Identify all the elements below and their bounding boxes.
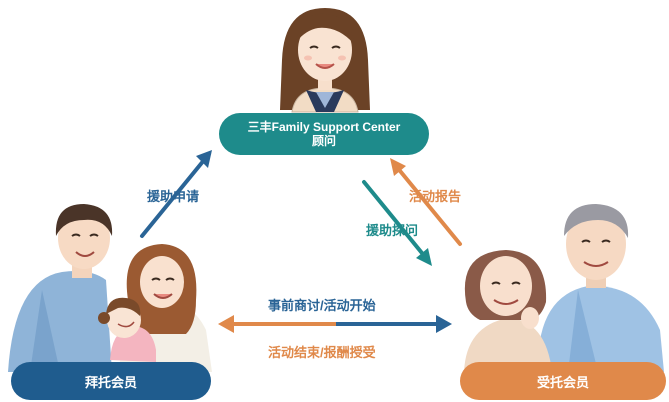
node-supporting-member-label: 受托会员 (536, 374, 589, 390)
arrow-center-to-right-head (416, 248, 432, 266)
label-support-request: 援助申请 (147, 189, 200, 204)
node-requesting-member-label: 拜托会员 (84, 374, 137, 390)
arrow-right-to-center (394, 164, 462, 246)
arrow-right-to-left-head (218, 315, 234, 333)
arrow-right-to-center-head (390, 158, 406, 176)
label-activity-report: 活动报告 (409, 189, 462, 204)
arrow-left-to-center (140, 152, 211, 238)
node-consultant-title: 三丰Family Support Center (247, 120, 401, 134)
arrow-center-to-right (362, 180, 428, 260)
arrow-left-to-center-head (196, 150, 212, 168)
node-consultant-subtitle: 顾问 (311, 134, 336, 148)
node-requesting-member: 拜托会员 (11, 362, 211, 400)
label-activity-end: 活动结束/报酬授受 (268, 345, 376, 360)
supporting-couple-illustration (464, 204, 664, 372)
label-pre-consultation: 事前商讨/活动开始 (268, 298, 376, 313)
requesting-family-illustration (8, 204, 212, 372)
node-supporting-member: 受托会员 (460, 362, 666, 400)
arrow-left-to-right-head (436, 315, 452, 333)
node-consultant: 三丰Family Support Center 顾问 (219, 113, 429, 155)
label-support-inquiry: 援助探问 (366, 223, 419, 238)
consultant-illustration (280, 8, 370, 113)
